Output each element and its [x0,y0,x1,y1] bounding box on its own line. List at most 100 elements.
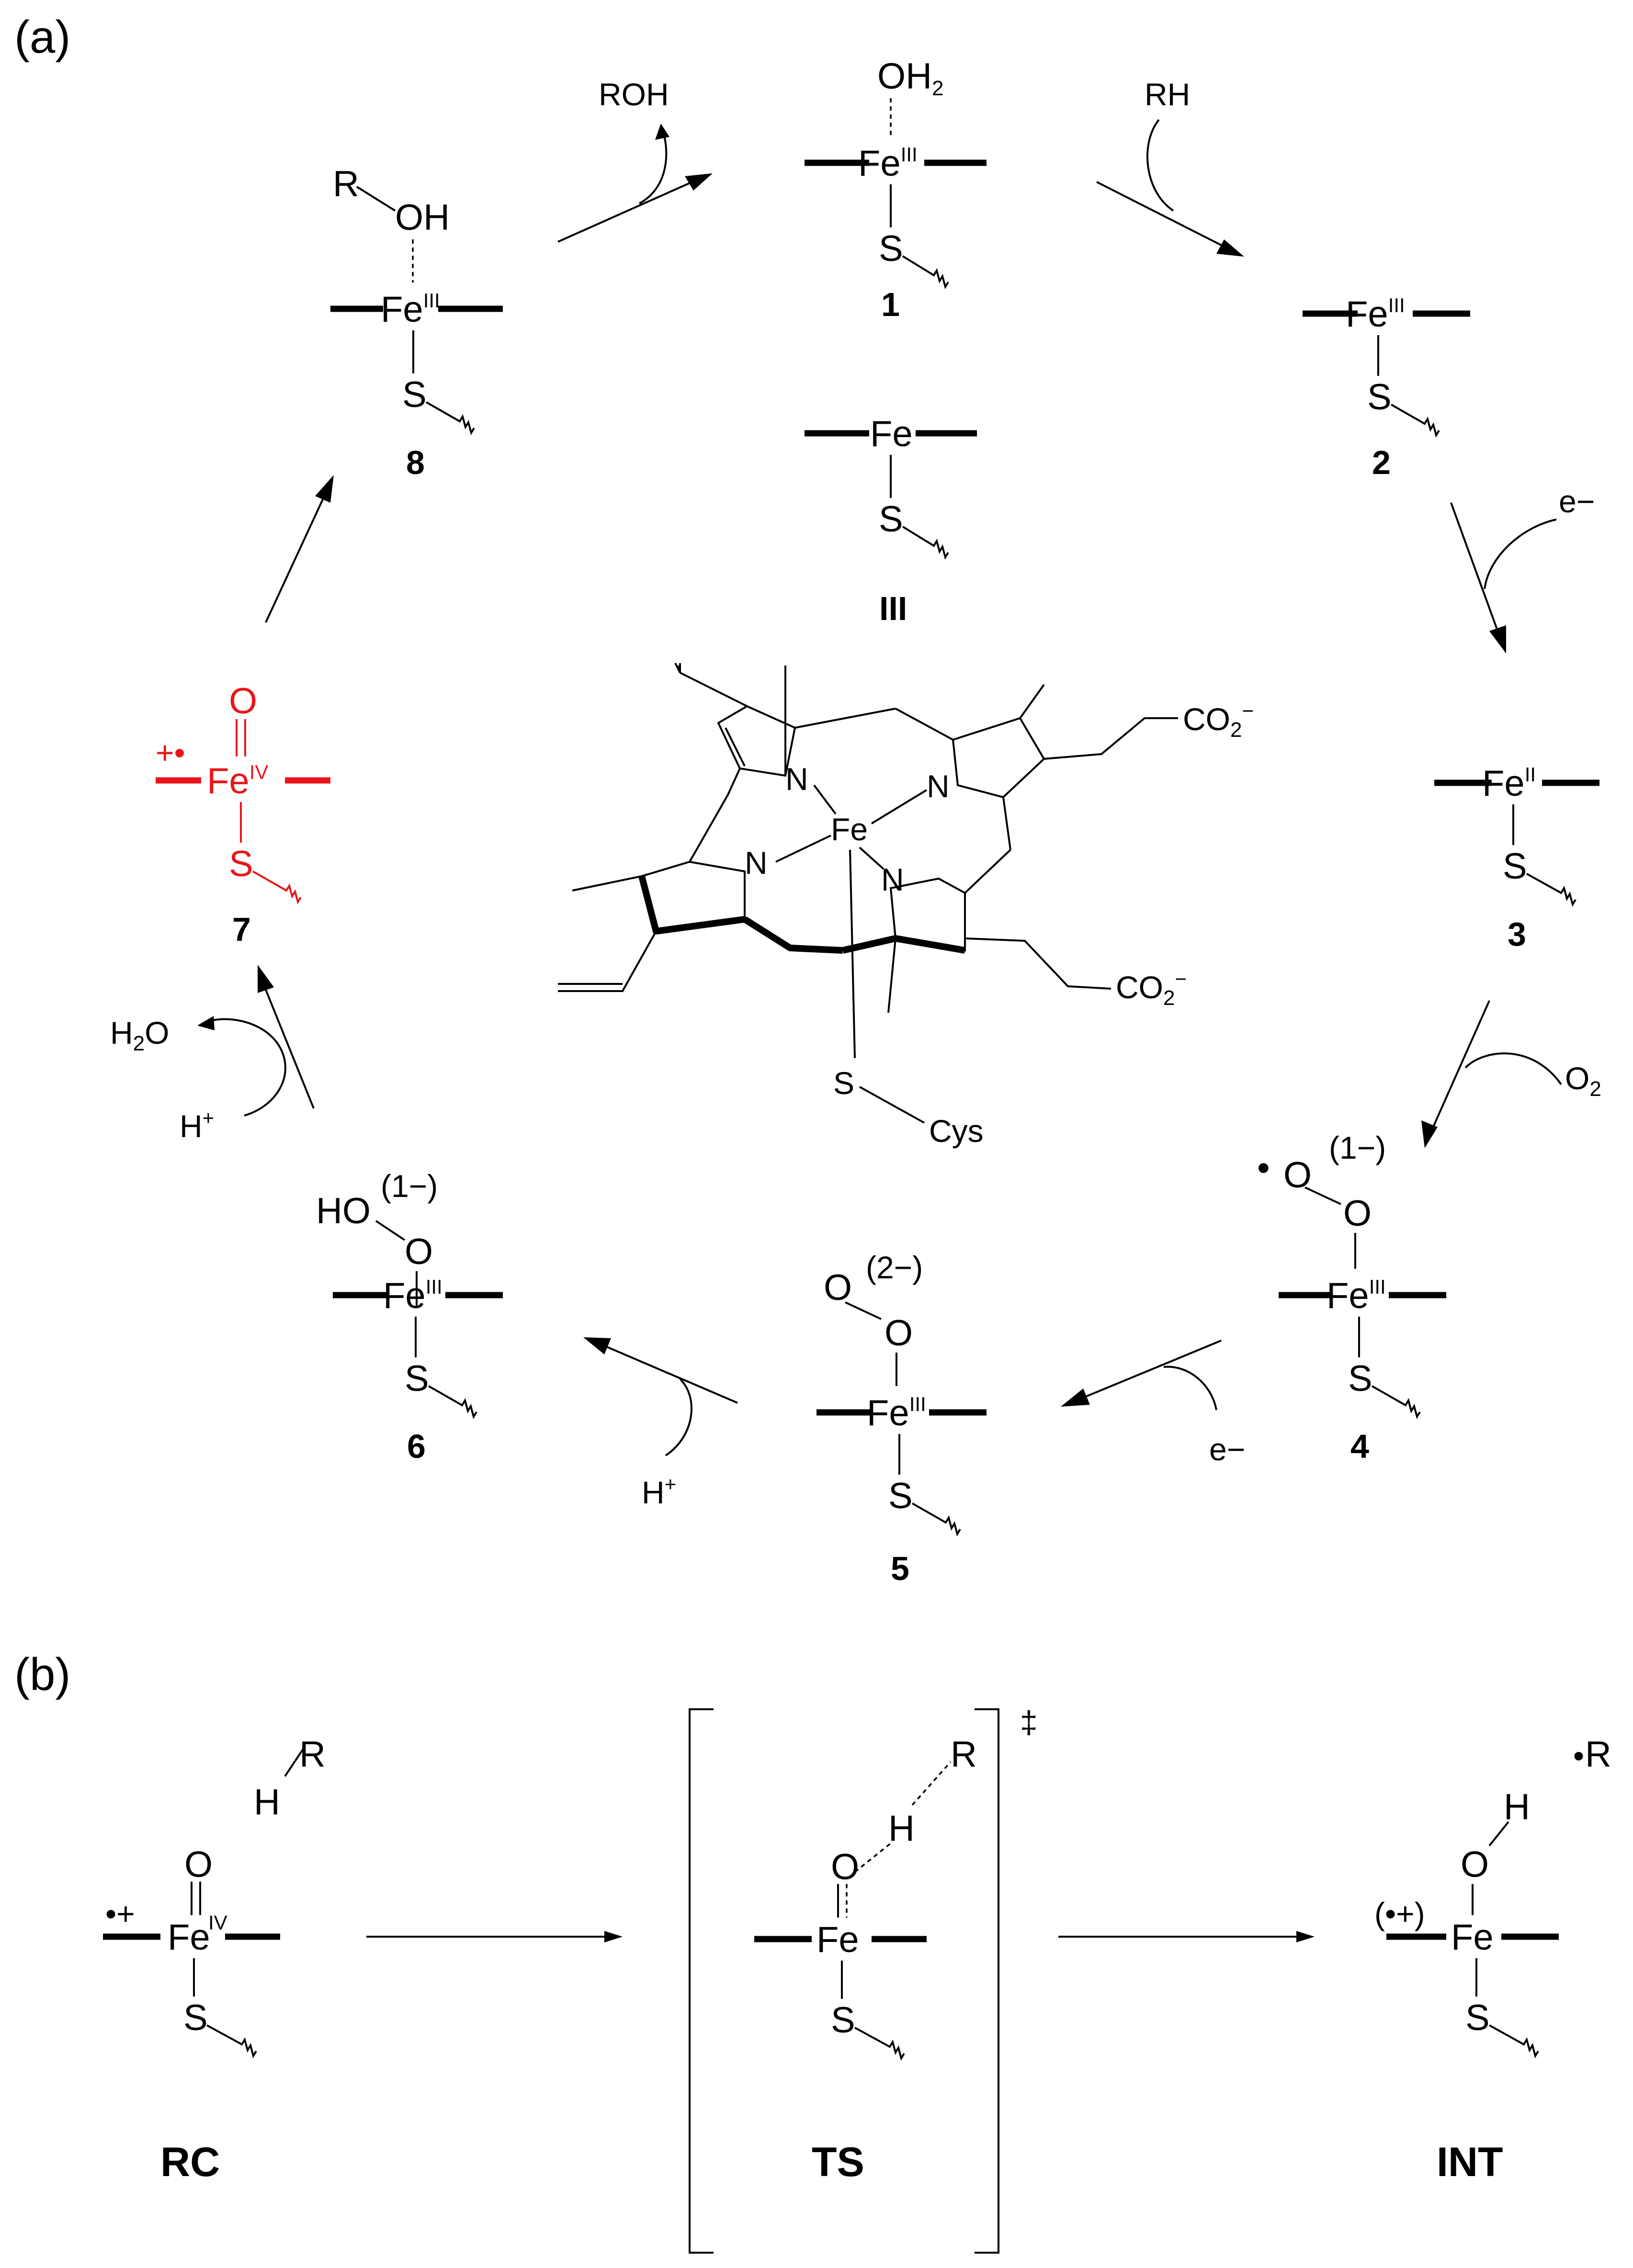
ts-bracket-right [975,1708,999,2254]
sulfur-symbol: S [1367,377,1392,417]
r-h-dashed-bond [911,1761,952,1806]
alkyl-radical-dot: • [1573,1738,1584,1773]
species-5-label: 5 [891,1550,909,1587]
fe-n-b [871,789,928,824]
reactant-complex: R H O •+ Fe IV S RC [103,1734,326,2185]
iron-symbol: FeII [1482,763,1536,804]
alkyl-radical-r: R [1585,1734,1611,1775]
species-3: FeII S 3 [1434,763,1599,953]
vinyl-1 [680,672,748,707]
cys-wavy-bond [1526,873,1576,907]
cycle-arrows: ROH RH e− O2 e− H+ H2O H+ [110,77,1601,1510]
meso-bridge-1b [895,708,953,741]
species-3-label: 3 [1508,915,1526,953]
o-o-bond [375,1220,406,1241]
fe-n-a [813,784,837,815]
radical-cation: +• [156,735,185,770]
hydroxo-h: H [1504,1787,1530,1828]
hydroxo-oxygen: O [1461,1844,1489,1885]
o2-reagent: O2 [1565,1061,1601,1101]
meso-bridge-2b [964,849,1011,894]
iron-symbol: FeIII [1327,1275,1386,1316]
cys-wavy-bond [428,1385,477,1420]
oxo-oxygen: O [184,1844,213,1885]
double-dagger: ‡ [1020,1704,1038,1740]
arrow-7-to-8-head [315,475,334,503]
hydroperoxo-ho: HO [316,1191,371,1231]
cys-sulfur: S [833,1065,854,1101]
roh-curved-arrow [639,131,668,204]
sulfur-symbol: S [879,499,903,540]
cys-wavy-bond [902,255,949,290]
ts-label: TS [812,2139,864,2185]
e2-curved-arrow [1163,1365,1217,1410]
o-h-dashed-bond [854,1842,892,1873]
species-2: FeIII S 2 [1303,294,1470,481]
iron-symbol: FeIII [383,1275,442,1316]
arrow-8-to-1 [557,180,695,243]
radical-dot: • [1257,1148,1270,1188]
cys-wavy-bond [252,870,302,905]
cys-wavy-bond [912,1502,961,1537]
arrow-3-to-4 [1431,1000,1490,1130]
species-8: R OH FeIII S 8 [330,164,503,481]
resting-state-label: III [879,590,907,627]
cys-wavy-bond [1372,1385,1421,1420]
arrow-2-to-3-head [1489,625,1506,654]
arrow-3-to-4-head [1421,1120,1438,1148]
o-o-bond [845,1301,882,1320]
sulfur-symbol: S [405,1358,429,1399]
cys-wavy-bond [206,2024,257,2059]
species-6: HO (1−) O FeIII S 6 [316,1168,503,1465]
species-7-compound-I: O +• FeIV S 7 [156,681,330,948]
iron-symbol: Fe [168,1917,210,1958]
cysteine-label: Cys [929,1113,984,1149]
proximal-oxygen: O [405,1231,433,1272]
species-2-label: 2 [1372,444,1391,481]
ts-bracket-left [689,1708,714,2254]
panel-a-label: (a) [14,11,70,63]
oxo-oxygen: O [831,1847,859,1887]
h1-curved-arrow [665,1378,692,1456]
charge-label: (1−) [381,1168,438,1204]
oxidation-state: IV [208,1911,227,1934]
cys-wavy-bond [1489,2024,1539,2059]
arrow-4-to-5-head [1061,1388,1090,1407]
pyrrole-ring-b [952,717,1045,799]
bold-bond-d [638,875,745,935]
arrow-ts-to-int-head [1296,1931,1315,1942]
distal-oxygen: O [824,1267,852,1308]
methyl-4 [572,875,642,891]
ring-a-double [725,727,746,767]
sulfur-symbol: S [888,1476,913,1516]
meso-bridge-3-bold [743,916,843,954]
fe-n-d [775,835,831,863]
substrate-r: R [951,1734,977,1775]
r-o-bond [356,186,396,212]
intermediate: • R H O (•+) Fe S INT [1374,1734,1611,2185]
iron-symbol: FeIII [381,289,440,330]
nitrogen-c: N [881,862,904,897]
e1-curved-arrow [1484,519,1557,589]
propionate-1 [1043,717,1178,760]
iron-symbol: FeIII [858,143,918,184]
sulfur-symbol: S [229,844,253,884]
propionate-2 [964,937,1111,990]
meso-bridge-4b [727,768,741,795]
arrow-5-to-6-head [583,1337,611,1354]
r-group: R [333,164,359,204]
iron-symbol: FeIII [1346,294,1405,335]
iron-symbol: Fe [816,1919,859,1960]
pyrrole-ring-a [717,705,796,777]
o2-curved-arrow [1464,1052,1562,1085]
arrow-6-to-7 [262,983,315,1109]
cys-wavy-bond [426,401,475,436]
o-h-bond [1488,1821,1509,1847]
nitrogen-b: N [927,768,950,804]
nitrogen-d: N [745,845,768,880]
species-6-label: 6 [407,1428,426,1465]
species-7-label: 7 [232,911,251,948]
h2o-curved-arrow [205,1018,286,1117]
cys-wavy-bond [854,2027,905,2061]
